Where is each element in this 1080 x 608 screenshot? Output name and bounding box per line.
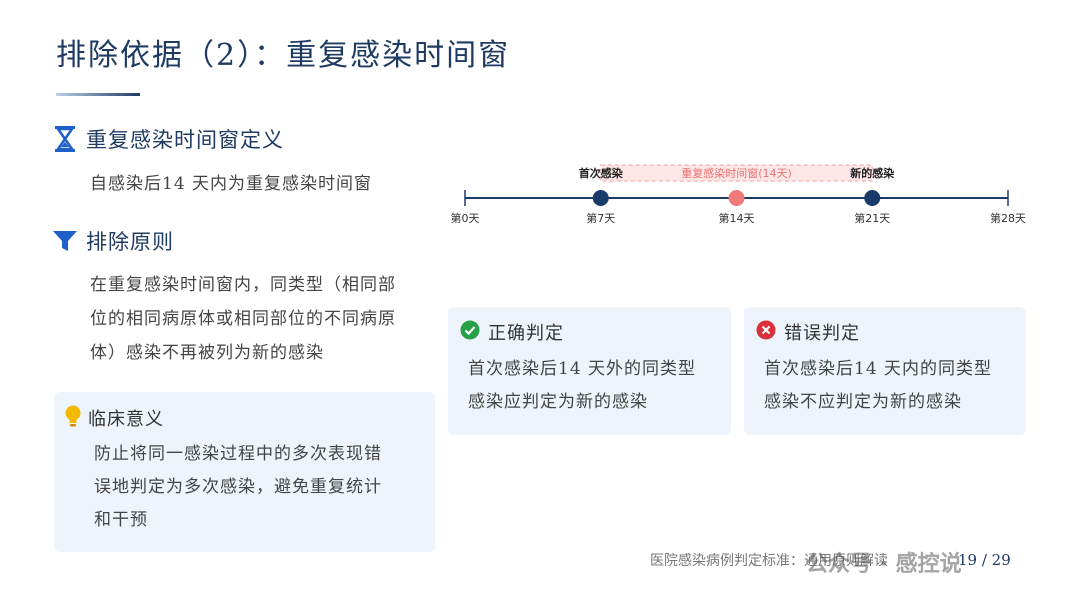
principle-heading: 排除原则 <box>86 230 174 254</box>
clinical-card: 临床意义 防止将同一感染过程中的多次表现错 误地判定为多次感染，避免重复统计 和… <box>54 392 435 552</box>
correct-line: 感染应判定为新的感染 <box>468 392 648 412</box>
clinical-line: 误地判定为多次感染，避免重复统计 <box>94 477 382 497</box>
event-label: 新的感染 <box>850 166 895 180</box>
clinical-line: 防止将同一感染过程中的多次表现错 <box>94 444 382 464</box>
principle-heading-row: 排除原则 <box>52 226 174 256</box>
watermark: 公众号 · 感控说 <box>806 552 962 577</box>
correct-text: 首次感染后14 天外的同类型 感染应判定为新的感染 <box>468 353 728 419</box>
event-marker <box>728 190 745 206</box>
principle-line: 位的相同病原体或相同部位的不同病原 <box>90 309 396 329</box>
filter-icon <box>52 228 78 254</box>
correct-card: 正确判定 首次感染后14 天外的同类型 感染应判定为新的感染 <box>448 307 731 435</box>
clinical-text: 防止将同一感染过程中的多次表现错 误地判定为多次感染，避免重复统计 和干预 <box>94 438 424 537</box>
window-label: 重复感染时间窗(14天) <box>681 166 792 180</box>
x-circle-icon <box>756 320 776 344</box>
correct-line: 首次感染后14 天外的同类型 <box>468 359 697 379</box>
lightbulb-icon <box>64 404 82 432</box>
check-circle-icon <box>460 320 480 344</box>
timeline-diagram: 重复感染时间窗(14天) 第0天 第7天 第14天 第21天 第28天 首次感染 新的感染 <box>451 164 1026 225</box>
hourglass-icon <box>52 126 78 152</box>
clinical-heading: 临床意义 <box>88 409 164 430</box>
footer-text: 医院感染病例判定标准：通用原则解读 <box>650 553 888 569</box>
tick-label: 第14天 <box>719 211 755 225</box>
correct-heading: 正确判定 <box>488 323 564 344</box>
correct-heading-row: 正确判定 <box>460 319 564 345</box>
principle-text: 在重复感染时间窗内，同类型（相同部 位的相同病原体或相同部位的不同病原 体）感染… <box>90 268 440 370</box>
tick-label: 第21天 <box>854 211 890 225</box>
wrong-text: 首次感染后14 天内的同类型 感染不应判定为新的感染 <box>764 353 1024 419</box>
clinical-heading-row: 临床意义 <box>64 404 164 432</box>
tick-label: 第0天 <box>451 211 480 225</box>
tick-label: 第7天 <box>586 211 615 225</box>
wrong-card: 错误判定 首次感染后14 天内的同类型 感染不应判定为新的感染 <box>744 307 1026 435</box>
window-band <box>600 164 873 182</box>
definition-text: 自感染后14 天内为重复感染时间窗 <box>90 174 373 194</box>
wrong-line: 感染不应判定为新的感染 <box>764 392 962 412</box>
wrong-heading-row: 错误判定 <box>756 319 860 345</box>
definition-heading-row: 重复感染时间窗定义 <box>52 124 284 154</box>
wrong-heading: 错误判定 <box>784 323 860 344</box>
principle-line: 体）感染不再被列为新的感染 <box>90 343 324 363</box>
title-underline <box>56 93 140 96</box>
principle-line: 在重复感染时间窗内，同类型（相同部 <box>90 275 396 295</box>
clinical-line: 和干预 <box>94 510 148 530</box>
wrong-line: 首次感染后14 天内的同类型 <box>764 359 993 379</box>
tick-label: 第28天 <box>990 211 1026 225</box>
definition-heading: 重复感染时间窗定义 <box>86 128 284 152</box>
event-marker <box>592 190 609 206</box>
event-marker <box>864 190 881 206</box>
event-label: 首次感染 <box>579 166 624 180</box>
page-number: 19 / 29 <box>958 551 1011 569</box>
page-title: 排除依据（2）：重复感染时间窗 <box>56 38 511 73</box>
